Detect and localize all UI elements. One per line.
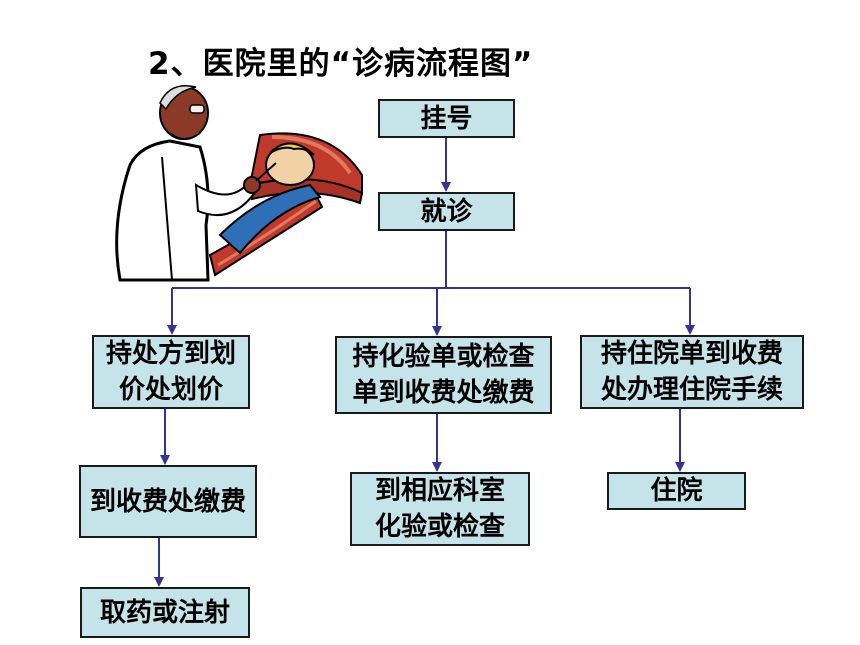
box-label-line: 化验或检查 [374, 512, 505, 542]
step-hospitalization-registration-box: 持住院单到收费处办理住院手续 [580, 335, 804, 409]
box-label-line: 单到收费处缴费 [352, 378, 535, 408]
box-label-line: 到相应科室 [374, 476, 505, 506]
step-lab-test-payment-box: 持化验单或检查单到收费处缴费 [335, 336, 552, 414]
box-label-line: 到收费处缴费 [89, 486, 246, 517]
box-label-line: 持住院单到收费 [600, 339, 783, 369]
step-prescription-pricing-box: 持处方到划价处划价 [92, 335, 250, 409]
box-label-line: 价处划价 [118, 375, 223, 405]
step-pay-fees-box: 到收费处缴费 [79, 465, 257, 538]
step-hospitalization-box: 住院 [607, 472, 746, 510]
step-medicine-injection-box: 取药或注射 [80, 587, 250, 638]
step-lab-test-department-box: 到相应科室化验或检查 [350, 472, 530, 546]
box-label-line: 取药或注射 [99, 597, 230, 628]
box-label-line: 持化验单或检查 [352, 342, 535, 372]
box-label-line: 就诊 [420, 196, 473, 227]
step-register-box: 挂号 [378, 99, 515, 138]
box-label-line: 挂号 [420, 103, 473, 134]
page-title: 2、医院里的“诊病流程图” [148, 46, 534, 82]
box-label-line: 住院 [650, 476, 703, 506]
box-label-line: 持处方到划 [105, 339, 236, 369]
doctor-examining-patient-icon [115, 85, 364, 282]
box-label-line: 处办理住院手续 [600, 375, 783, 405]
step-consult-box: 就诊 [378, 192, 515, 231]
